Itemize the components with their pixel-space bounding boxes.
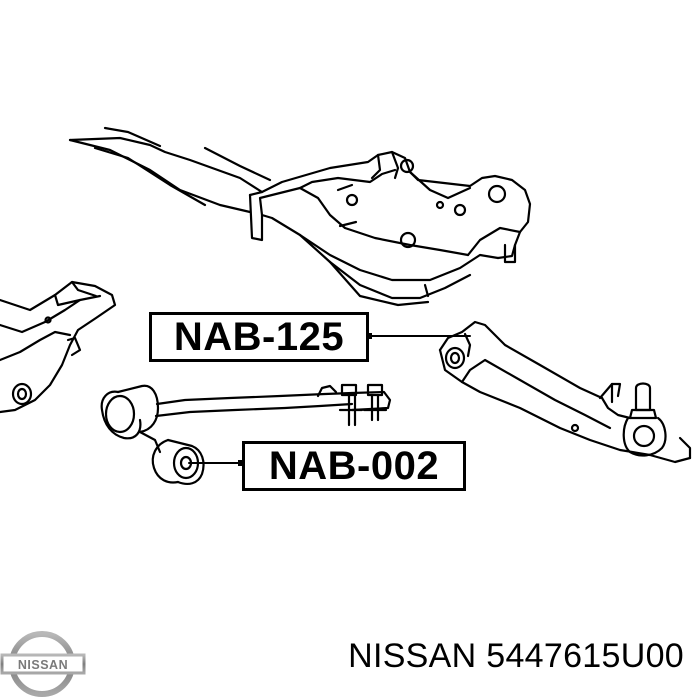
- tension-rod-with-bushings: [100, 383, 392, 485]
- caption-brand: NISSAN: [348, 637, 477, 675]
- callout-leaders: [188, 335, 471, 464]
- leader-dot: [238, 460, 244, 466]
- part-callout-nab-125: NAB-125: [149, 312, 369, 362]
- callout-label: NAB-125: [173, 315, 345, 359]
- nissan-logo-icon: NISSAN: [0, 631, 86, 697]
- callout-label: NAB-002: [268, 444, 440, 488]
- left-lower-control-arm: [0, 280, 117, 414]
- right-lower-control-arm: [438, 320, 692, 464]
- part-callout-nab-002: NAB-002: [242, 441, 466, 491]
- logo-text: NISSAN: [18, 658, 68, 672]
- leader-dot: [366, 333, 372, 339]
- caption-part-number: 5447615U00: [486, 637, 684, 675]
- front-crossmember: [68, 126, 532, 307]
- part-caption: NISSAN 5447615U00: [348, 637, 684, 676]
